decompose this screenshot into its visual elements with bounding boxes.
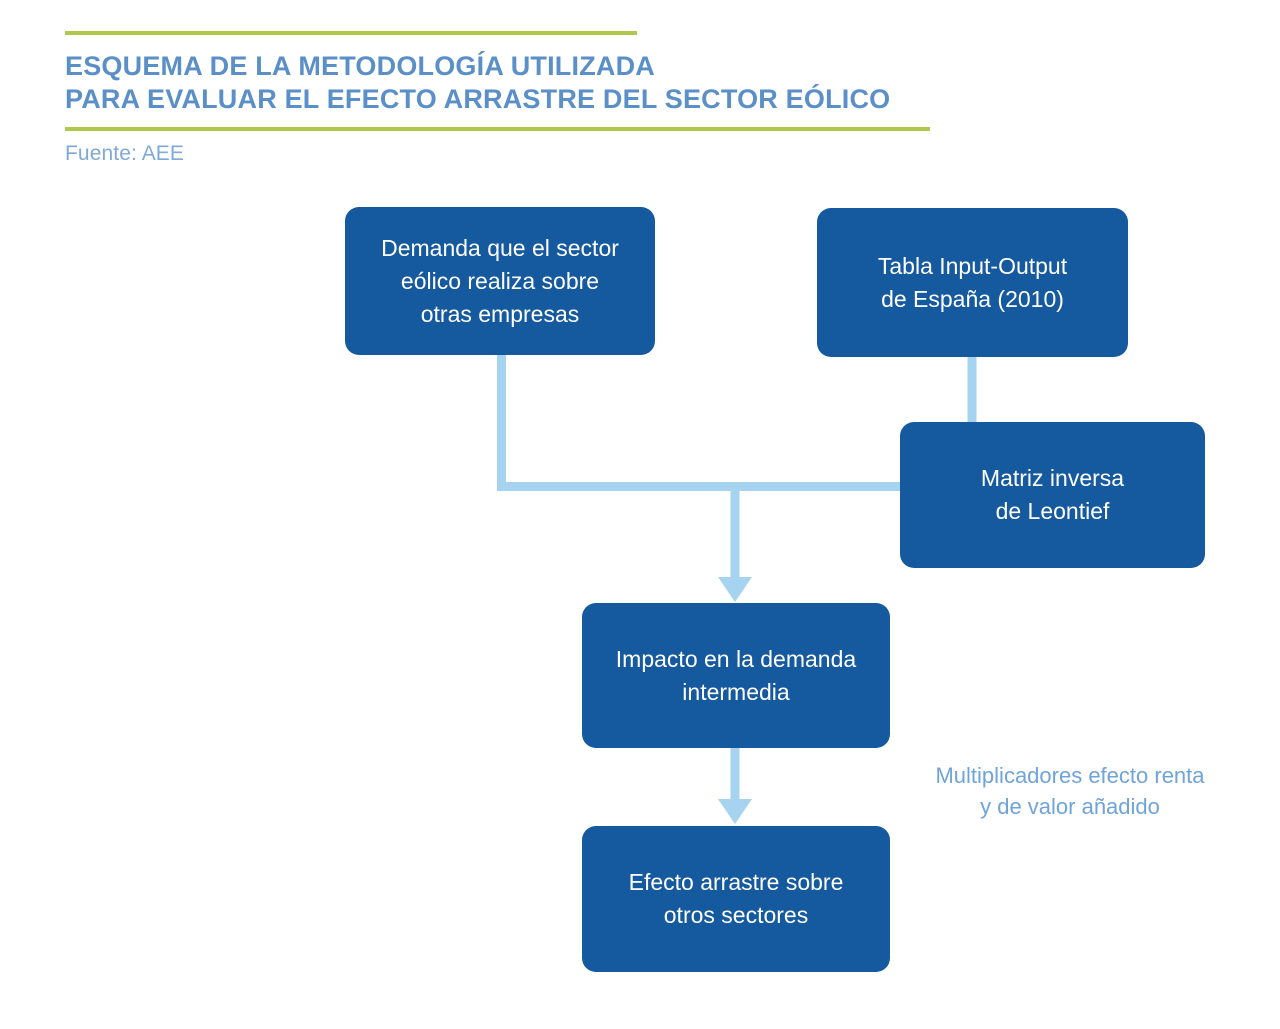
- header-rule-top: [65, 31, 637, 35]
- node-demanda-label: Demanda que el sector eólico realiza sob…: [381, 234, 619, 327]
- node-impacto-demanda-intermedia[interactable]: Impacto en la demanda intermedia: [582, 603, 890, 748]
- arrowhead-to-efecto: [718, 799, 752, 824]
- source-label: Fuente: AEE: [65, 142, 185, 165]
- header-rule-bottom: [65, 127, 930, 131]
- arrowhead-to-impacto: [718, 577, 752, 602]
- node-tabla-label: Tabla Input-Output de España (2010): [877, 252, 1068, 312]
- page-title-line-2: PARA EVALUAR EL EFECTO ARRASTRE DEL SECT…: [65, 84, 891, 114]
- node-demanda-sector-eolico[interactable]: Demanda que el sector eólico realiza sob…: [345, 207, 655, 355]
- node-efecto-label: Efecto arrastre sobre otros sectores: [628, 869, 844, 928]
- page-title: ESQUEMA DE LA METODOLOGÍA UTILIZADA PARA…: [65, 50, 1065, 116]
- annotation-multiplicadores: Multiplicadores efecto renta y de valor …: [935, 763, 1205, 819]
- node-leontief-label: Matriz inversa de Leontief: [980, 465, 1125, 524]
- node-efecto-arrastre[interactable]: Efecto arrastre sobre otros sectores: [582, 826, 890, 972]
- node-matriz-leontief[interactable]: Matriz inversa de Leontief: [900, 422, 1205, 568]
- node-tabla-input-output[interactable]: Tabla Input-Output de España (2010): [817, 208, 1128, 357]
- node-impacto-label: Impacto en la demanda intermedia: [615, 645, 857, 705]
- page-title-line-1: ESQUEMA DE LA METODOLOGÍA UTILIZADA: [65, 51, 655, 81]
